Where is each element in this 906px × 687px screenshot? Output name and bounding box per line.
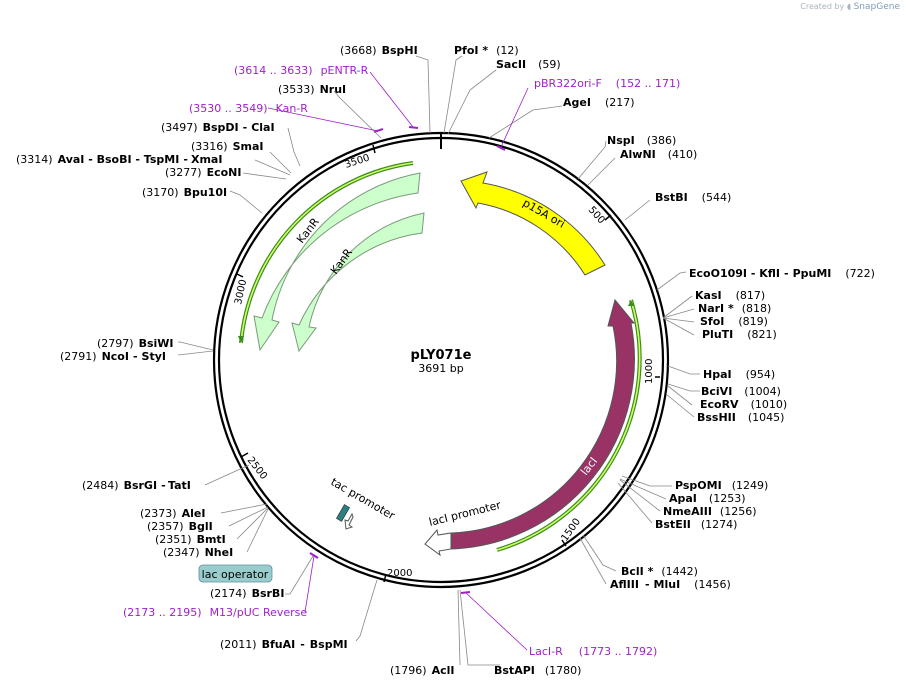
site-smai: (3316)SmaI (191, 140, 263, 153)
primer-pentr-r: (3614 .. 3633)pENTR-R (234, 64, 369, 77)
site-bpu10i: (3170)Bpu10I (142, 186, 227, 199)
site-nari: NarI *(818) (698, 302, 771, 315)
site-alei: (2373)AleI (140, 507, 205, 520)
kanr-inner-arrow (291, 212, 425, 353)
site-nhei: (2347)NheI (163, 546, 233, 559)
site-ppumi: EcoO109I - KflI-PpuMI(722) (689, 267, 875, 280)
primer-tracks (238, 161, 642, 552)
lac-operator-badge: lac operator (198, 564, 273, 583)
site-styi: (2791)NcoI-StyI (60, 350, 166, 363)
tick-label-3000: 3000 (233, 278, 249, 305)
site-brui: (3533)NruI (278, 83, 346, 96)
tac-promoter-arrow (344, 512, 354, 530)
plasmid-size: 3691 bp (418, 362, 463, 375)
site-apai: ApaI(1253) (669, 492, 745, 505)
site-agei: AgeI(217) (563, 96, 635, 109)
plasmid-name: pLY071e (411, 348, 472, 363)
site-bmti: (2351)BmtI (155, 533, 226, 546)
site-clai: (3497)BspDI-ClaI (161, 121, 275, 134)
site-ecorv: EcoRV(1010) (700, 398, 787, 411)
site-hpai: HpaI(954) (703, 368, 775, 381)
p15a-ori-arrow (460, 171, 606, 276)
site-kasi: KasI(817) (695, 289, 765, 302)
primer-kan-r: (3530 .. 3549)Kan-R (189, 102, 308, 115)
enzyme-labels: (3668)BspHI PfoI *(12) SacII(59) AgeI(21… (16, 44, 875, 677)
site-bcli: BclI *(1442) (621, 565, 698, 578)
site-bspmi: (2011)BfuAI-BspMI (220, 638, 348, 651)
site-econi: (3277)EcoNI (165, 166, 241, 179)
site-bsphi: (3668)BspHI (340, 44, 418, 57)
site-bstapi: BstAPI(1780) (494, 664, 581, 677)
primer-laci-r: LacI-R(1773 .. 1792) (529, 645, 657, 658)
tick-label-1000: 1000 (644, 359, 655, 384)
site-bcivi: BciVI(1004) (701, 385, 781, 398)
site-bsteii: BstEII(1274) (655, 518, 737, 531)
site-bgli: (2357)BglI (147, 520, 213, 533)
laci-promoter-arrow (424, 528, 452, 557)
credit-brand: SnapGene (853, 2, 900, 12)
tick-label-3500: 3500 (344, 153, 372, 171)
site-xmai: (3314)AvaI - BsoBI - TspMI-XmaI (16, 153, 222, 166)
site-bstbi: BstBI(544) (655, 191, 731, 204)
laci-promoter-label: lacI promoter (428, 498, 503, 529)
site-pluti: PluTI(821) (702, 328, 777, 341)
leader-lines (177, 55, 700, 666)
site-sfoi: SfoI(819) (700, 315, 768, 328)
site-mlui: AflIII-MluI(1456) (610, 578, 731, 591)
site-pfoi: PfoI *(12) (454, 44, 519, 57)
tick-marks (236, 144, 660, 583)
site-acli: (1796)AclI (390, 664, 454, 677)
site-sacii: SacII(59) (496, 58, 561, 71)
primer-labels: (3614 .. 3633)pENTR-R (3530 .. 3549)Kan-… (123, 64, 680, 658)
primer-m13-puc-reverse: (2173 .. 2195)M13/pUC Reverse (123, 606, 307, 619)
site-nmeaiii: NmeAIII(1256) (663, 505, 757, 518)
site-tati: (2484)BsrGI-TatI (82, 479, 191, 492)
snapgene-credit: Created by ◖ SnapGene (800, 2, 900, 12)
lac-operator-label: lac operator (202, 568, 269, 581)
site-pspomi: PspOMI(1249) (675, 479, 768, 492)
site-bsrbi: (2174)BsrBI (210, 587, 284, 600)
primer-pbr322ori-f: pBR322ori-F(152 .. 171) (534, 77, 680, 90)
tac-operator-box (335, 504, 351, 522)
site-bsiwi: (2797)BsiWI (97, 337, 174, 350)
credit-prefix: Created by (800, 2, 845, 11)
tick-label-2000: 2000 (387, 568, 412, 579)
site-nspi: NspI(386) (607, 134, 676, 147)
primer-bars (309, 126, 506, 594)
site-alwni: AlwNI(410) (620, 148, 697, 161)
primer-leader-lines (267, 71, 529, 651)
laci-arrow (450, 298, 636, 550)
site-bsshii: BssHII(1045) (697, 411, 784, 424)
snapgene-logo-icon: ◖ (846, 2, 852, 11)
kanr-outer-arrow (253, 172, 421, 352)
